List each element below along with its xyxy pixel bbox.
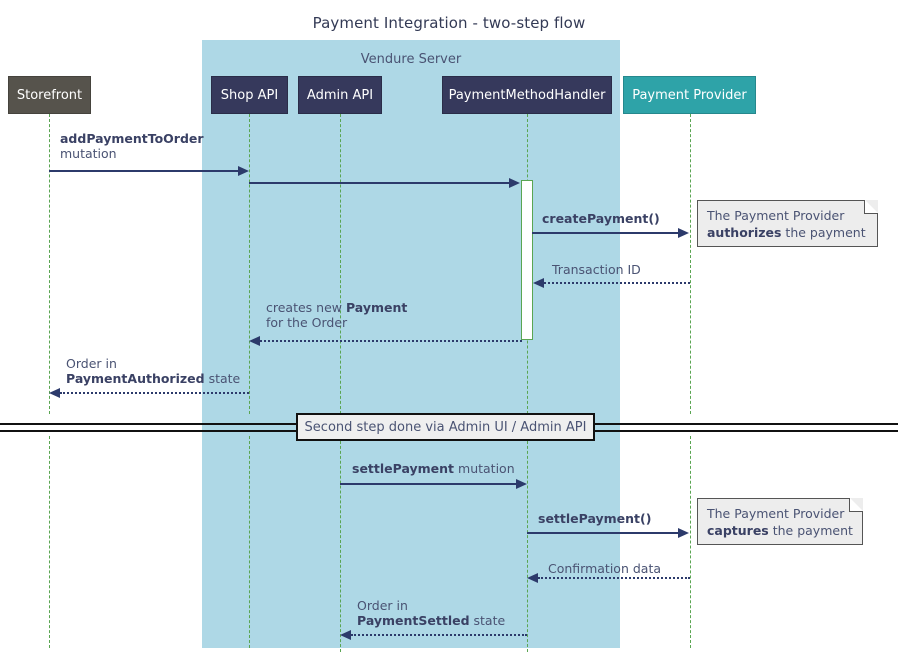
participant-payment-method-handler[interactable]: PaymentMethodHandler (442, 76, 612, 114)
participant-shop-api[interactable]: Shop API (211, 76, 288, 114)
message-label-order-payment-settled-bold: PaymentSettled (357, 613, 470, 628)
note-bold-2: captures (707, 523, 769, 538)
lifeline-admin-api-lower (340, 436, 341, 652)
note-line1-2: The Payment Provider (707, 506, 845, 521)
message-line-confirmation-data (538, 577, 690, 579)
message-arrowhead-order-payment-authorized (49, 388, 60, 398)
message-arrowhead-settle-payment-call (678, 528, 689, 538)
message-arrowhead-create-payment (678, 228, 689, 238)
message-line-create-payment (532, 232, 679, 234)
message-label-transaction-id: Transaction ID (552, 262, 641, 277)
message-label-creates-new-payment-bold: Payment (345, 300, 408, 315)
message-label-create-payment: createPayment() (542, 211, 660, 226)
message-line-transaction-id (544, 282, 690, 284)
message-arrowhead-settle-payment-mutation (516, 479, 527, 489)
message-label-creates-new-payment-pre: creates new (266, 300, 346, 315)
group-band-vendure-server (202, 40, 620, 648)
note-bold-1: authorizes (707, 225, 782, 240)
message-line-order-payment-settled (351, 634, 527, 636)
participant-label-shop-api: Shop API (220, 87, 279, 103)
message-label-confirmation-data: Confirmation data (548, 561, 661, 576)
message-arrowhead-transaction-id (533, 278, 544, 288)
message-arrowhead-shop-api-to-handler (509, 178, 520, 188)
message-label-add-payment-to-order: addPaymentToOrder mutation (60, 131, 204, 161)
message-label-create-payment-bold: createPayment() (542, 211, 660, 226)
message-label-creates-new-payment-line2: for the Order (266, 315, 348, 330)
note-post-1: the payment (781, 225, 866, 240)
message-label-add-payment-to-order-bold: addPaymentToOrder (60, 131, 204, 146)
message-label-settle-payment-mutation-bold: settlePayment (352, 461, 455, 476)
note-provider-captures: The Payment Provider captures the paymen… (697, 498, 863, 545)
message-line-settle-payment-call (527, 532, 679, 534)
message-label-transaction-id-text: Transaction ID (552, 262, 641, 277)
group-label-vendure-server: Vendure Server (360, 52, 462, 67)
message-label-settle-payment-mutation-rest: mutation (454, 461, 515, 476)
message-label-order-payment-authorized: Order in PaymentAuthorized state (66, 356, 240, 386)
message-label-add-payment-to-order-rest: mutation (60, 146, 117, 161)
participant-admin-api[interactable]: Admin API (298, 76, 382, 114)
message-label-settle-payment-mutation: settlePayment mutation (352, 461, 515, 476)
participant-label-payment-method-handler: PaymentMethodHandler (448, 87, 606, 103)
participant-storefront[interactable]: Storefront (8, 76, 91, 114)
message-label-order-payment-authorized-post: state (204, 371, 241, 386)
note-post-2: the payment (768, 523, 853, 538)
lifeline-payment-provider-lower (690, 436, 691, 648)
message-arrowhead-add-payment-to-order (238, 166, 249, 176)
message-arrowhead-creates-new-payment (249, 336, 260, 346)
note-fold-diagonal-2 (850, 498, 863, 511)
message-label-order-payment-authorized-bold: PaymentAuthorized (66, 371, 205, 386)
message-label-settle-payment-call: settlePayment() (538, 511, 651, 526)
message-label-settle-payment-call-bold: settlePayment() (538, 511, 652, 526)
message-label-order-payment-settled-line1: Order in (357, 598, 408, 613)
message-label-confirmation-data-text: Confirmation data (548, 561, 662, 576)
lifeline-admin-api (340, 114, 341, 414)
message-line-add-payment-to-order (49, 170, 239, 172)
message-label-creates-new-payment: creates new Payment for the Order (266, 300, 407, 330)
participant-payment-provider[interactable]: Payment Provider (623, 76, 756, 114)
lifeline-payment-method-handler-lower (527, 436, 528, 652)
note-fold-diagonal-1 (865, 200, 878, 213)
lifeline-shop-api-lower (249, 436, 250, 648)
lifeline-storefront-lower (49, 436, 50, 648)
divider-label-box: Second step done via Admin UI / Admin AP… (296, 413, 595, 441)
note-line1-1: The Payment Provider (707, 208, 845, 223)
lifeline-storefront (49, 114, 50, 414)
message-line-creates-new-payment (260, 340, 522, 342)
lifeline-shop-api (249, 114, 250, 414)
participant-label-payment-provider: Payment Provider (632, 87, 747, 103)
activation-bar-payment-method-handler (521, 180, 533, 340)
message-arrowhead-confirmation-data (527, 573, 538, 583)
message-line-shop-api-to-handler (249, 182, 510, 184)
divider-label-text: Second step done via Admin UI / Admin AP… (304, 419, 587, 435)
message-label-order-payment-authorized-line1: Order in (66, 356, 117, 371)
message-label-order-payment-settled: Order in PaymentSettled state (357, 598, 505, 628)
message-label-order-payment-settled-post: state (469, 613, 506, 628)
note-provider-authorizes: The Payment Provider authorizes the paym… (697, 200, 878, 247)
participant-label-storefront: Storefront (16, 87, 83, 103)
message-arrowhead-order-payment-settled (340, 630, 351, 640)
message-line-settle-payment-mutation (340, 483, 517, 485)
page-title: Payment Integration - two-step flow (312, 14, 586, 32)
participant-label-admin-api: Admin API (306, 87, 374, 103)
lifeline-payment-provider (690, 114, 691, 414)
message-line-order-payment-authorized (60, 392, 249, 394)
